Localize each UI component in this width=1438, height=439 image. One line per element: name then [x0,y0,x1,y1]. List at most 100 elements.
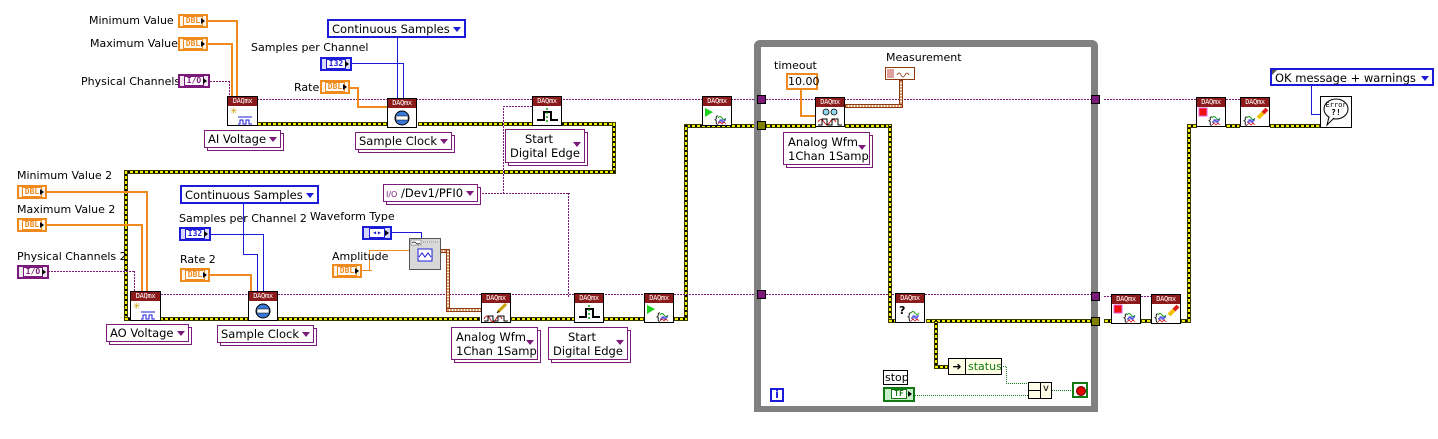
daqmx-trigger-ao[interactable]: DAQmx [574,293,604,323]
daqmx-trigger-ai[interactable]: DAQmx [532,96,562,126]
io-prefix-icon: I/O [386,190,398,199]
daqmx-create-channel-ao[interactable]: DAQmx ✳ [130,291,161,321]
daqmx-start-task-ai[interactable]: DAQmx { [702,96,732,126]
wire-dialog-opt [1311,85,1312,115]
stop-label-box: stop [883,370,909,385]
sample-mode-constant-2[interactable]: Continuous Samples [180,185,319,204]
wire-status-bool [1001,366,1007,367]
error-bubble-icon: Error ?! [1323,98,1349,127]
ao-voltage-selector[interactable]: AO Voltage [106,324,189,342]
daqmx-write-ao[interactable]: DAQmx [481,293,511,323]
label-physical-channels-2: Physical Channels 2 [17,250,127,263]
start-digital-edge-selector-ao[interactable]: Start Digital Edge [548,327,628,360]
analog-wfm-selector-read[interactable]: Analog Wfm 1Chan 1Samp [783,132,870,165]
measurement-indicator[interactable] [885,67,915,80]
svg-text:✳: ✳ [133,302,141,312]
timeout-value: 10.00 [788,75,820,88]
wire-timeout [800,90,802,116]
sample-mode-constant[interactable]: Continuous Samples [327,19,466,38]
daqmx-create-channel-ai[interactable]: DAQmx ✳ [227,96,258,126]
daqmx-read-ai[interactable]: DAQmx [815,97,845,127]
wire-samples-per-chan-2-v [263,234,264,291]
loop-tunnel-ai-error-in [757,121,766,130]
basic-function-generator[interactable] [409,238,441,270]
label-timeout: timeout [774,59,817,72]
daqmx-clear-task-ao[interactable]: DAQmx { [1151,294,1181,324]
ai-voltage-selector[interactable]: AI Voltage [204,130,282,148]
wire-sample-mode-2-v2 [257,254,258,291]
wire-ao-task-loop [766,294,1096,295]
control-samples-per-channel-2[interactable]: I32 [179,227,211,241]
svg-text:{: { [655,312,661,323]
ao-voltage-value: AO Voltage [110,326,174,340]
daqmx-is-task-done[interactable]: DAQmx ? { [895,293,925,323]
analog-wfm-selector-write[interactable]: Analog Wfm 1Chan 1Samp [451,327,538,360]
or-function[interactable]: v [1028,382,1052,399]
wire-ao-task-clear [1141,296,1151,297]
control-minimum-value-2[interactable]: DBL [17,185,47,199]
sample-clock-selector-2[interactable]: Sample Clock [217,325,315,343]
write-icon [483,303,508,323]
label-samples-per-channel: Samples per Channel [251,41,369,54]
unbundle-status[interactable]: ➜ status [948,358,1002,375]
control-samples-per-channel[interactable]: I32 [320,57,352,71]
wire-amplitude-h [369,250,409,251]
control-physical-channels[interactable]: I/O [178,74,210,88]
wire-error-to-clear [1226,124,1240,128]
trigger-line-1: Start [524,132,554,146]
wire-rate-h [357,106,387,108]
waveform-icon [896,72,910,78]
control-rate-2[interactable]: DBL [180,268,210,282]
timeout-constant[interactable]: 10.00 [786,73,820,90]
daqmx-start-task-ao[interactable]: DAQmx { [644,293,674,323]
wire-ai-error2 [418,122,614,126]
wire-phys-chan-2-v [134,271,135,291]
wire-sample-mode-2-h [243,254,257,255]
svg-text:?!: ?! [1331,108,1341,117]
control-physical-channels-2[interactable]: I/O [17,265,49,279]
label-rate: Rate [294,81,320,94]
stop-button-control[interactable]: TF [883,387,915,402]
while-loop[interactable] [754,40,1098,412]
wire-amplitude [362,270,372,271]
vi-header: DAQmx [1112,295,1140,304]
dropdown-arrow-icon [452,27,461,32]
status-element: status [968,360,1002,373]
sample-mode-value-2: Continuous Samples [185,188,303,202]
vi-header: DAQmx [816,98,844,107]
wire-ao-error5 [674,317,688,321]
wire-or-out [1052,390,1072,391]
control-minimum-value[interactable]: DBL [178,14,208,28]
trigger-line-2: Digital Edge [510,146,580,160]
stop-task-icon: { [1198,107,1221,127]
sample-clock-selector[interactable]: Sample Clock [355,132,453,150]
control-maximum-value[interactable]: DBL [178,37,208,51]
control-maximum-value-2[interactable]: DBL [17,218,47,232]
trigger-source-constant[interactable]: I/O /Dev1/PFI0 [383,184,479,202]
daqmx-stop-task-ai[interactable]: DAQmx { [1196,97,1226,127]
wire-measurement-h [845,104,903,108]
daqmx-clear-task-ai[interactable]: DAQmx { [1240,97,1270,127]
control-amplitude[interactable]: DBL [332,264,362,278]
start-digital-edge-selector-ai[interactable]: Start Digital Edge [505,129,585,163]
loop-tunnel-ao-task-in [757,290,766,299]
digital-edge-icon [537,108,558,124]
simple-error-handler[interactable]: Error ?! [1320,96,1352,128]
vi-header: DAQmx [131,292,160,301]
loop-tunnel-ai-task-out [1091,95,1100,104]
sample-clock-icon [255,303,271,319]
daqmx-timing-ai[interactable]: DAQmx [387,98,417,128]
wire-ao-task-out [1104,296,1112,297]
dialog-type-constant[interactable]: OK message + warnings [1270,68,1434,86]
label-measurement: Measurement [886,51,962,64]
daqmx-timing-ao[interactable]: DAQmx [248,291,278,321]
wire-samples-per-chan-v [403,63,404,98]
control-waveform-type[interactable]: ◂▸ [362,226,392,240]
stop-label: stop [885,371,909,384]
wire-ao-error2 [278,317,480,321]
svg-text:Error: Error [1325,101,1346,109]
daqmx-stop-task-ao[interactable]: DAQmx { [1111,294,1141,324]
wire-min-value [208,20,236,22]
loop-condition-terminal[interactable] [1072,382,1088,398]
control-rate[interactable]: DBL [320,80,350,94]
